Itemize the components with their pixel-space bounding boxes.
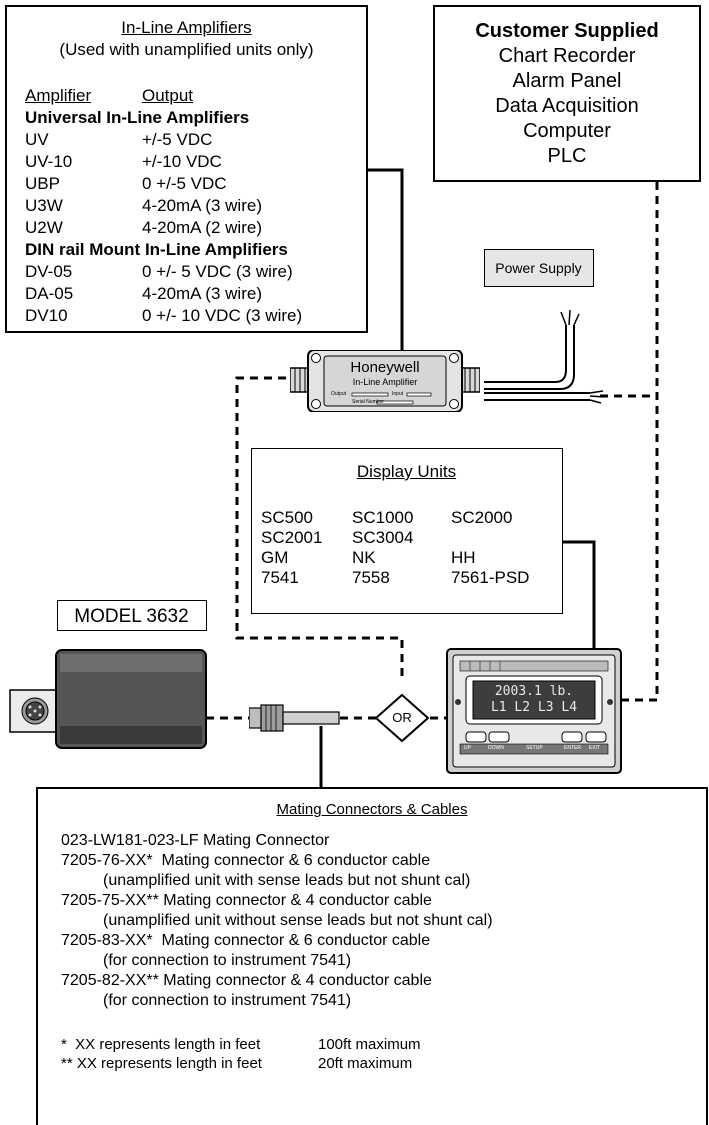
amplifier-subtitle: In-Line Amplifier (352, 377, 418, 387)
mating-line-note: (unamplified unit without sense leads bu… (103, 912, 493, 929)
mating-connectors-box: Mating Connectors & Cables 023-LW181-023… (36, 787, 708, 1125)
display-button-label: UP (464, 745, 471, 751)
footnote-value: 100ft maximum (318, 1036, 421, 1053)
display-unit-cell: SC3004 (352, 528, 414, 547)
amp-row-name: U2W (25, 218, 63, 237)
cable-connector-plug (249, 704, 340, 732)
display-unit-cell: HH (451, 548, 476, 567)
customer-line: Computer (523, 120, 611, 142)
amp-row-output: 0 +/-5 VDC (142, 174, 227, 193)
model-3632-sensor (9, 649, 207, 749)
display-button-label: SETUP (526, 745, 543, 751)
display-unit-cell: NK (352, 548, 376, 567)
amp-row-name: DA-05 (25, 284, 74, 303)
amplifier-serial-label: Serial Number (352, 399, 384, 405)
amplifier-output-label: Output (331, 391, 347, 397)
display-unit-cell: 7561-PSD (451, 568, 530, 587)
col-header-amplifier: Amplifier (25, 86, 92, 105)
display-panel-device: 2003.1 lb. L1 L2 L3 L4 UP DOWN SETUP ENT… (446, 648, 622, 774)
amplifier-list-title: In-Line Amplifiers (121, 18, 252, 37)
power-supply-label: Power Supply (495, 260, 582, 276)
amp-row-name: DV-05 (25, 262, 73, 281)
customer-title: Customer Supplied (475, 20, 659, 42)
display-unit-cell: 7558 (352, 568, 390, 587)
display-readout-line1: 2003.1 lb. (494, 684, 574, 699)
model-label-box: MODEL 3632 (57, 600, 207, 631)
mating-line: 7205-76-XX* Mating connector & 6 conduct… (61, 852, 431, 869)
amp-row-output: 4-20mA (2 wire) (142, 218, 262, 237)
mating-line: 023-LW181-023-LF Mating Connector (61, 832, 330, 849)
customer-supplied-box: Customer Supplied Chart Recorder Alarm P… (433, 5, 701, 182)
amp-row-output: 4-20mA (3 wire) (142, 196, 262, 215)
display-unit-cell: SC1000 (352, 508, 414, 527)
amp-to-or-dashed (235, 376, 404, 682)
footnote-value: 20ft maximum (318, 1055, 413, 1072)
amp-row-output: +/-5 VDC (142, 130, 213, 149)
mating-line: 7205-83-XX* Mating connector & 6 conduct… (61, 932, 431, 949)
mating-title: Mating Connectors & Cables (276, 801, 468, 818)
display-units-title: Display Units (356, 462, 457, 481)
or-label: OR (392, 710, 412, 725)
col-header-output: Output (142, 86, 194, 105)
amp-row-name: UV-10 (25, 152, 73, 171)
mating-line-note: (unamplified unit with sense leads but n… (103, 872, 471, 889)
display-button-label: EXIT (589, 745, 601, 751)
power-supply-cable (484, 309, 580, 390)
display-button-label: ENTER (564, 745, 581, 751)
din-heading: DIN rail Mount In-Line Amplifiers (25, 240, 288, 259)
mating-line-note: (for connection to instrument 7541) (103, 952, 352, 969)
footnote-key: * XX represents length in feet (61, 1036, 261, 1053)
amp-row-output: +/-10 VDC (142, 152, 222, 171)
customer-line: Alarm Panel (512, 70, 622, 92)
display-unit-cell: GM (261, 548, 289, 567)
amp-row-output: 0 +/- 10 VDC (3 wire) (142, 306, 303, 325)
amplifier-brand: Honeywell (350, 359, 420, 376)
amp-list-connector (366, 168, 404, 352)
amplifier-list-subtitle: (Used with unamplified units only) (59, 40, 314, 59)
display-unit-cell: SC2001 (261, 528, 323, 547)
amp-row-output: 0 +/- 5 VDC (3 wire) (142, 262, 293, 281)
display-unit-cell: SC500 (261, 508, 313, 527)
power-supply-box: Power Supply (484, 249, 594, 287)
customer-line: PLC (547, 145, 587, 167)
display-button-label: DOWN (488, 745, 504, 751)
amp-row-name: DV10 (25, 306, 68, 325)
display-units-box: Display Units SC500 SC1000 SC2000 SC2001… (251, 448, 563, 614)
customer-line: Data Acquisition (495, 95, 639, 117)
amp-row-name: U3W (25, 196, 63, 215)
or-diamond (374, 693, 430, 743)
amp-row-name: UV (25, 130, 49, 149)
mating-line: 7205-75-XX** Mating connector & 4 conduc… (61, 892, 432, 909)
inline-amplifier-device: Honeywell In-Line Amplifier Output Input… (289, 349, 481, 413)
amplifier-input-label: Input (392, 391, 404, 397)
output-cable (484, 390, 605, 404)
mating-line: 7205-82-XX** Mating connector & 4 conduc… (61, 972, 432, 989)
amplifier-device-graphic (289, 349, 481, 413)
model-label: MODEL 3632 (74, 606, 189, 627)
amp-row-output: 4-20mA (3 wire) (142, 284, 262, 303)
display-unit-cell: 7541 (261, 568, 299, 587)
customer-line: Chart Recorder (498, 45, 636, 67)
footnote-key: ** XX represents length in feet (61, 1055, 262, 1072)
universal-heading: Universal In-Line Amplifiers (25, 108, 250, 127)
amp-row-name: UBP (25, 174, 60, 193)
amplifier-list-box: In-Line Amplifiers (Used with unamplifie… (5, 5, 368, 333)
display-unit-cell: SC2000 (451, 508, 513, 527)
display-readout-line2: L1 L2 L3 L4 (490, 700, 578, 715)
display-panel-graphic (446, 648, 622, 774)
mating-line-note: (for connection to instrument 7541) (103, 992, 352, 1009)
